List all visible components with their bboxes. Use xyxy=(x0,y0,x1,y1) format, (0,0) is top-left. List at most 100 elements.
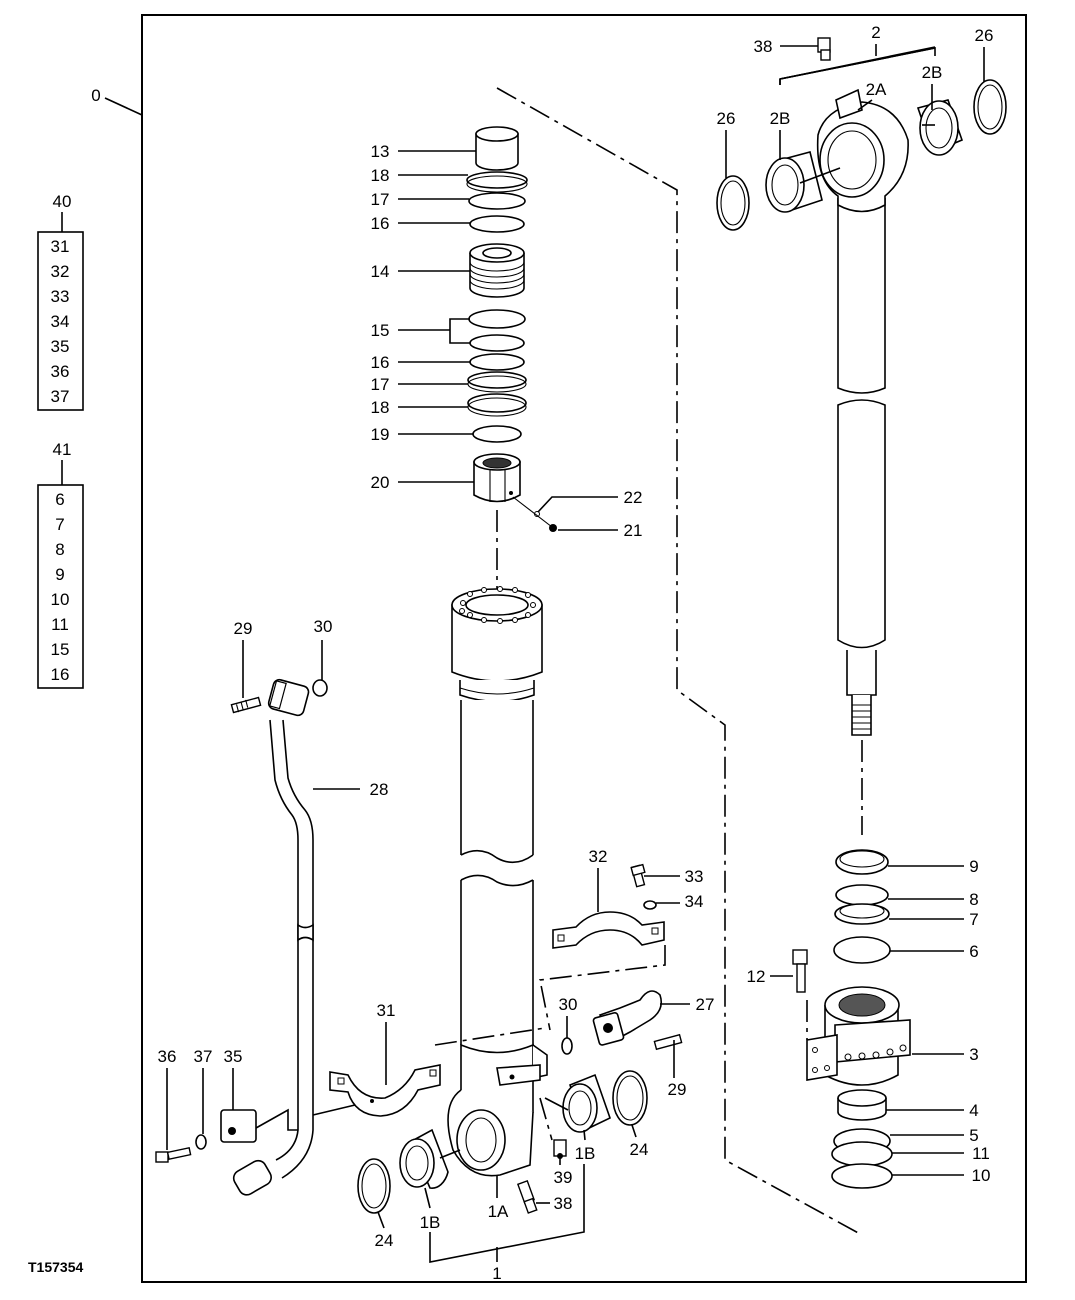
part-17-ring xyxy=(468,192,526,210)
part-27-flange xyxy=(592,990,663,1046)
rod-callouts: 38 2 2A 2B 2B 26 26 9 8 7 6 12 3 4 5 11 … xyxy=(717,23,994,1185)
part-34-washer xyxy=(643,900,657,910)
part-18-ring xyxy=(466,171,528,189)
kit-41-item: 15 xyxy=(51,640,70,659)
part-15-ring xyxy=(468,309,526,329)
kit-40-item: 35 xyxy=(51,337,70,356)
svg-text:31: 31 xyxy=(377,1001,396,1020)
svg-text:30: 30 xyxy=(314,617,333,636)
kit-41: 41 6 7 8 9 10 11 15 16 xyxy=(37,440,84,689)
kit-41-item: 10 xyxy=(51,590,70,609)
part-28-tube xyxy=(232,678,314,1196)
svg-text:26: 26 xyxy=(975,26,994,45)
kit-40-item: 33 xyxy=(51,287,70,306)
part-6-ring xyxy=(833,936,891,964)
assembly-centerlines xyxy=(434,87,863,1236)
svg-text:17: 17 xyxy=(371,190,390,209)
svg-text:1B: 1B xyxy=(420,1213,441,1232)
part-24-ring-right xyxy=(612,1070,648,1126)
svg-text:2A: 2A xyxy=(866,80,887,99)
svg-text:15: 15 xyxy=(371,321,390,340)
svg-text:34: 34 xyxy=(685,892,704,911)
svg-text:4: 4 xyxy=(969,1101,978,1120)
kit-40-item: 32 xyxy=(51,262,70,281)
svg-text:5: 5 xyxy=(969,1126,978,1145)
svg-text:37: 37 xyxy=(194,1047,213,1066)
svg-text:29: 29 xyxy=(234,619,253,638)
svg-text:24: 24 xyxy=(630,1140,649,1159)
svg-text:36: 36 xyxy=(158,1047,177,1066)
svg-text:13: 13 xyxy=(371,142,390,161)
part-30-oring-upper xyxy=(312,679,328,697)
part-1B-bushing-left xyxy=(399,1128,449,1189)
part-13-bushing xyxy=(475,126,519,171)
svg-text:19: 19 xyxy=(371,425,390,444)
svg-text:1: 1 xyxy=(492,1264,501,1283)
clamp-leader xyxy=(255,1108,298,1131)
svg-text:6: 6 xyxy=(969,942,978,961)
svg-text:1B: 1B xyxy=(575,1144,596,1163)
svg-text:12: 12 xyxy=(747,967,766,986)
svg-text:2B: 2B xyxy=(770,109,791,128)
part-38-fitting-lower xyxy=(516,1179,538,1214)
part-39-plug xyxy=(553,1139,567,1159)
part-33-bolt xyxy=(630,863,646,888)
svg-text:7: 7 xyxy=(969,910,978,929)
part-11-ring xyxy=(831,1141,893,1167)
part-29-bolt-upper xyxy=(230,696,262,714)
part-26-ring-right xyxy=(973,79,1007,135)
svg-text:30: 30 xyxy=(559,995,578,1014)
part-35-block xyxy=(220,1109,257,1143)
kit-41-item: 8 xyxy=(55,540,64,559)
kit-41-item: 16 xyxy=(51,665,70,684)
stack-callouts: 13 18 17 16 14 15 16 17 18 19 20 22 21 xyxy=(371,142,643,540)
svg-text:24: 24 xyxy=(375,1231,394,1250)
part-9-ring xyxy=(835,849,889,875)
callout-0: 0 xyxy=(91,86,143,116)
svg-text:32: 32 xyxy=(589,847,608,866)
part-24-ring-left xyxy=(357,1158,391,1214)
svg-text:38: 38 xyxy=(554,1194,573,1213)
part-17-ring xyxy=(467,371,527,389)
svg-text:38: 38 xyxy=(754,37,773,56)
part-2B-bushing-right xyxy=(916,99,964,156)
svg-text:8: 8 xyxy=(969,890,978,909)
svg-text:0: 0 xyxy=(91,86,100,105)
part-10-wiper xyxy=(831,1163,893,1189)
kit-40-label: 40 xyxy=(53,192,72,211)
cylinder-callouts: 24 1B 1A 38 39 1B 24 1 xyxy=(375,1097,649,1283)
part-16-ring xyxy=(469,353,525,371)
part-38-fitting-upper xyxy=(817,37,831,61)
svg-text:2B: 2B xyxy=(922,63,943,82)
part-3-rod-guide xyxy=(806,986,911,1086)
part-16-ring xyxy=(469,215,525,233)
svg-text:1A: 1A xyxy=(488,1202,509,1221)
svg-text:9: 9 xyxy=(969,857,978,876)
part-26-ring-left xyxy=(716,175,750,231)
kit-41-item: 9 xyxy=(55,565,64,584)
part-36-bolt xyxy=(155,1146,192,1163)
svg-text:16: 16 xyxy=(371,353,390,372)
cylinder-barrel xyxy=(447,586,548,1177)
part-14-piston xyxy=(469,243,525,298)
part-12-bolt xyxy=(792,949,808,993)
kit-40: 40 31 32 33 34 35 36 37 xyxy=(37,192,84,411)
kit-41-item: 6 xyxy=(55,490,64,509)
part-1B-bushing-right xyxy=(562,1073,611,1133)
svg-text:27: 27 xyxy=(696,995,715,1014)
part-20-nut xyxy=(473,453,521,503)
part-2B-bushing-left xyxy=(765,151,823,213)
kit-41-item: 7 xyxy=(55,515,64,534)
svg-text:18: 18 xyxy=(371,398,390,417)
kit-41-label: 41 xyxy=(53,440,72,459)
svg-text:17: 17 xyxy=(371,375,390,394)
part-8-ring xyxy=(835,884,889,906)
part-19-ring xyxy=(472,425,522,443)
part-30-oring-lower xyxy=(561,1037,573,1055)
svg-text:10: 10 xyxy=(972,1166,991,1185)
diagram-frame xyxy=(141,14,1027,1283)
svg-text:35: 35 xyxy=(224,1047,243,1066)
part-29-bolt-lower xyxy=(653,1033,683,1051)
svg-text:33: 33 xyxy=(685,867,704,886)
